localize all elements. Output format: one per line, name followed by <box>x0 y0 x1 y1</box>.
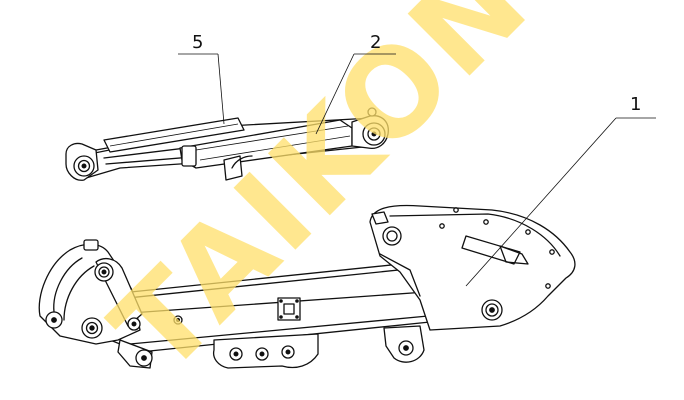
lower-mount-bracket <box>212 333 319 369</box>
boom-head-plate <box>369 204 576 331</box>
rod-guard-plate <box>103 117 245 153</box>
watermark: TAIKON <box>87 0 556 400</box>
cylinder-barrel <box>179 119 353 181</box>
boom-left-knuckle <box>38 239 153 369</box>
right-lower-lug <box>383 325 425 363</box>
callout-2: 2 <box>315 32 396 135</box>
callout-5: 5 <box>178 32 225 125</box>
hydraulic-cylinder <box>65 107 389 181</box>
boom-arm <box>38 204 576 369</box>
cylinder-rear-eye <box>65 142 99 181</box>
callout-1: 1 <box>465 94 656 287</box>
cylinder-front-eye <box>351 107 389 150</box>
callout-5-label: 5 <box>192 32 203 53</box>
square-mount-plate <box>277 297 301 321</box>
callout-1-label: 1 <box>630 94 641 115</box>
callout-2-label: 2 <box>370 32 381 53</box>
